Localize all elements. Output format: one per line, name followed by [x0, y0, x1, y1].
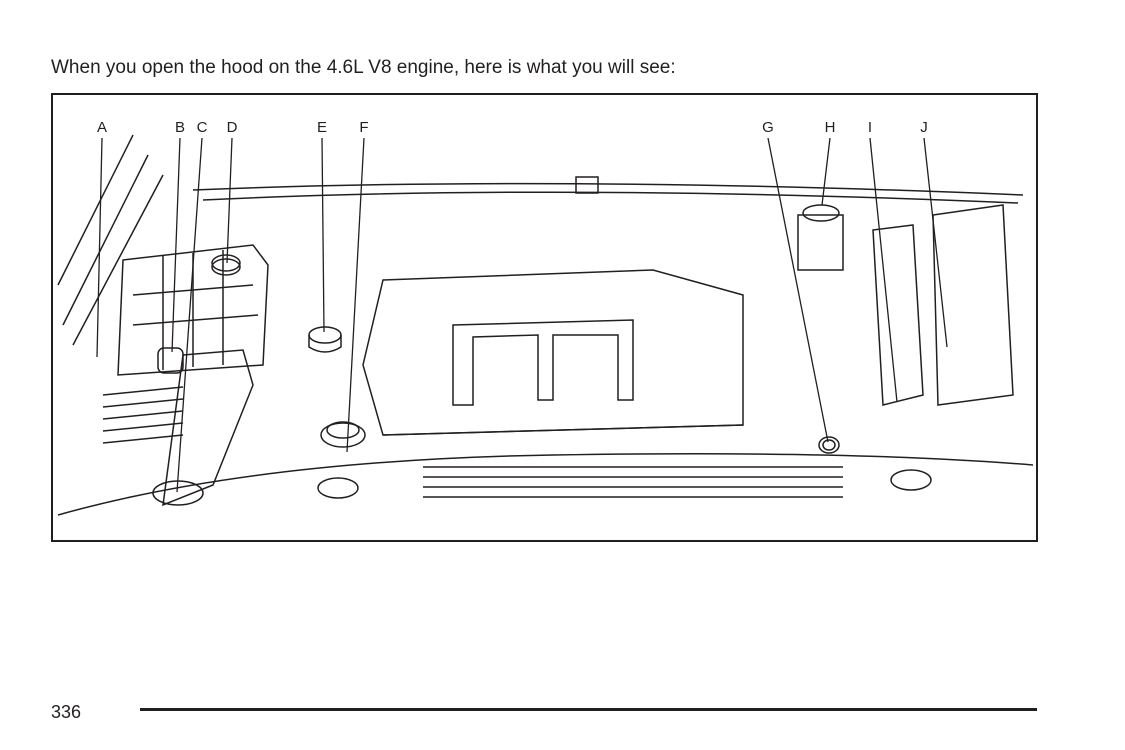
callout-leader-lines	[96, 137, 948, 493]
callout-e: E	[316, 119, 328, 136]
page-number: 336	[51, 702, 82, 722]
callout-g: G	[762, 119, 774, 136]
callout-a: A	[96, 119, 108, 136]
engine-compartment-illustration: A B C D E F G H I J	[51, 93, 1038, 542]
callout-h: H	[824, 119, 836, 136]
callout-j: J	[920, 119, 928, 136]
engine-line-drawing	[57, 134, 1034, 516]
callout-i: I	[867, 119, 873, 136]
intro-text: When you open the hood on the 4.6L V8 en…	[51, 57, 676, 78]
callout-c: C	[196, 119, 208, 136]
callout-d: D	[226, 119, 238, 136]
callout-f: F	[359, 119, 369, 136]
callout-b: B	[174, 119, 186, 136]
footer-rule	[140, 708, 1037, 711]
